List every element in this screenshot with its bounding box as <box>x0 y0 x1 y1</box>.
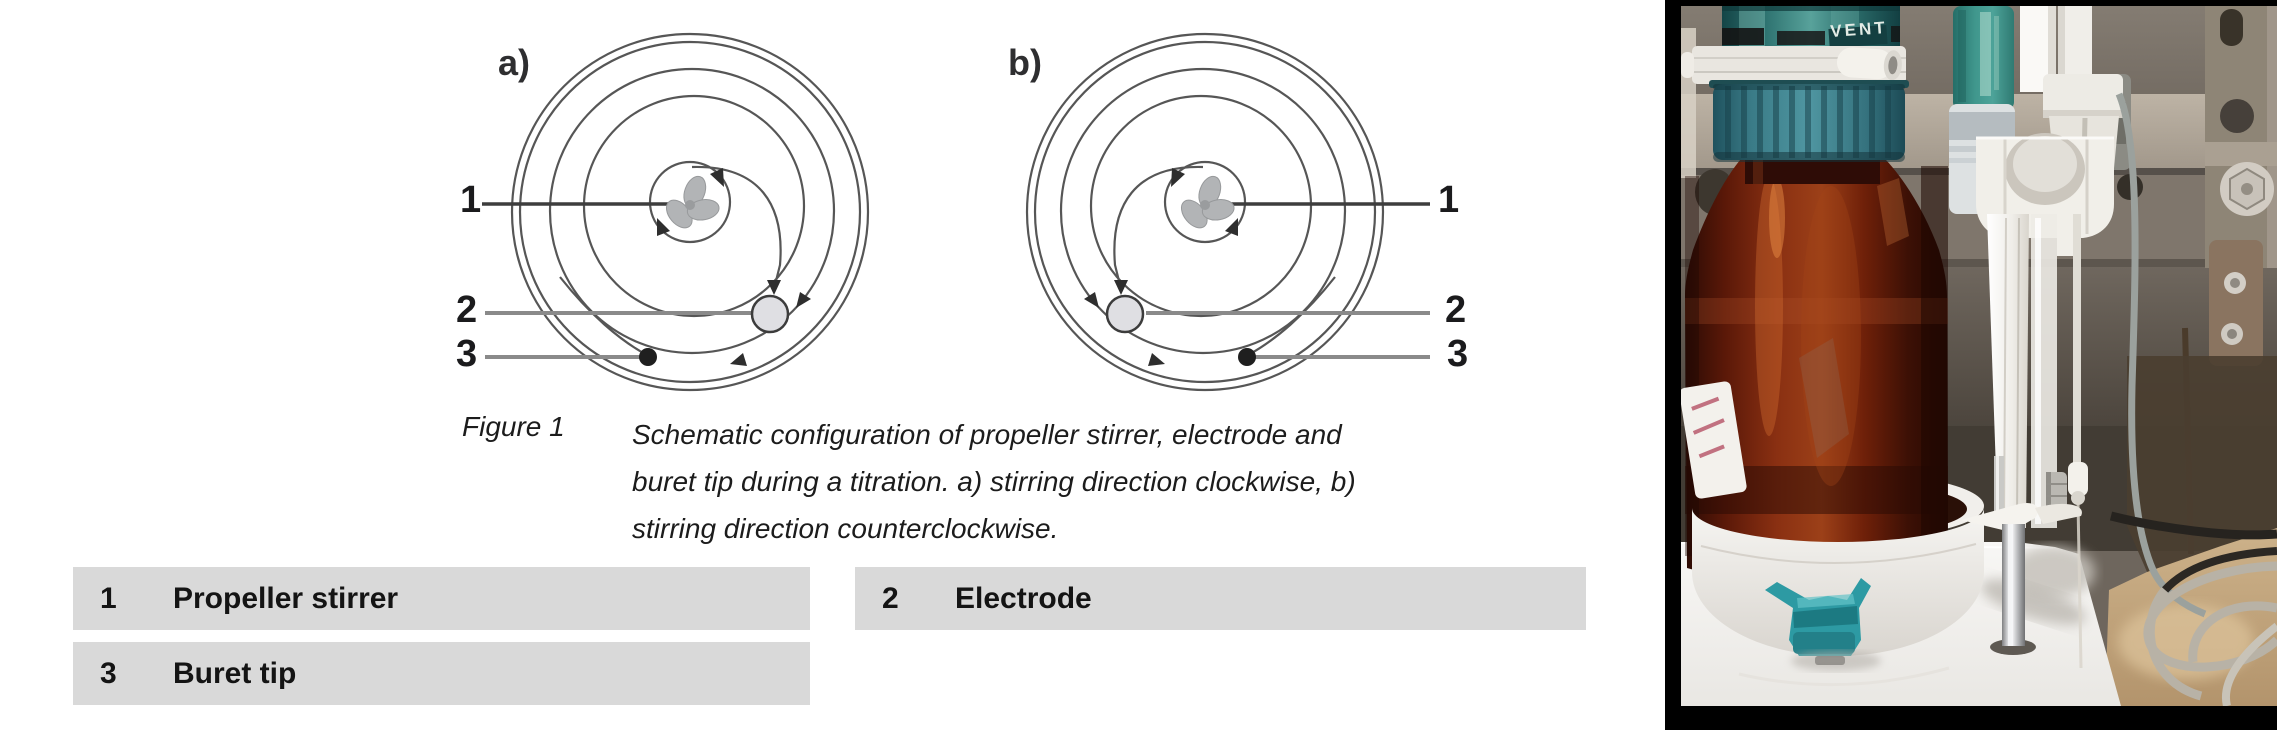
titration-setup-photo: VENT <box>1681 6 2277 706</box>
vent-nozzle <box>1836 47 1902 81</box>
cables <box>2109 92 2277 706</box>
bottle-holder-front <box>1692 508 1984 656</box>
legend-row-electrode: 2 Electrode <box>855 567 1586 630</box>
bottle-label-sticker <box>1681 381 1747 499</box>
photo-illustration <box>1681 6 2277 706</box>
legend-label-2: Electrode <box>955 581 1092 615</box>
caption-line-3: stirring direction counterclockwise. <box>632 513 1059 544</box>
beaker-b <box>1025 32 1385 392</box>
flow-arrows-b <box>1084 168 1238 366</box>
electrode-body <box>1953 6 2014 110</box>
stirring-diagram <box>482 32 1430 392</box>
electrode-glyph-a <box>750 294 790 334</box>
vent-label: VENT <box>1829 18 1889 41</box>
panel-b-label: b) <box>1008 42 1042 83</box>
caption-line-1: Schematic configuration of propeller sti… <box>632 419 1342 450</box>
instrument-base <box>1681 542 2121 706</box>
electrode-glyph-b <box>1105 294 1145 334</box>
legend-row-buret-tip: 3 Buret tip <box>73 642 810 705</box>
panel-a-label: a) <box>498 42 531 83</box>
figure-caption-label: Figure 1 <box>462 411 565 442</box>
propeller-stirrer-glyph-a <box>665 175 720 229</box>
bottle-holder <box>1692 472 1984 540</box>
callout-b-2: 2 <box>1445 289 1467 331</box>
leader-lines-a <box>482 202 752 359</box>
caption-line-2: buret tip during a titration. a) stirrin… <box>632 466 1356 497</box>
photo-frame: VENT <box>1665 0 2277 730</box>
reagent-bottle <box>1681 150 1948 590</box>
buret-tip-glyph-a <box>639 348 657 366</box>
holder-clip <box>1765 578 1881 671</box>
callout-a-2: 2 <box>456 289 478 331</box>
legend-num-1: 1 <box>100 581 117 615</box>
callout-a-1: 1 <box>460 179 482 221</box>
steel-rail-background <box>1681 6 2277 706</box>
propeller-stirrer-glyph-b <box>1180 175 1235 229</box>
leader-lines-b <box>1146 202 1430 359</box>
callout-a-3: 3 <box>456 333 478 375</box>
callout-b-3: 3 <box>1447 333 1469 375</box>
legend-num-3: 3 <box>100 656 117 690</box>
stand-rod <box>2002 524 2025 646</box>
buret-assembly <box>1949 6 2131 669</box>
flow-arrows-a <box>657 168 811 366</box>
legend-label-3: Buret tip <box>173 656 297 690</box>
rail-post-and-bolt <box>2182 6 2277 555</box>
legend-num-2: 2 <box>882 581 899 615</box>
figure-caption: Schematic configuration of propeller sti… <box>632 411 1492 552</box>
floor <box>2105 356 2277 706</box>
beaker-a <box>510 32 870 392</box>
legend-row-propeller-stirrer: 1 Propeller stirrer <box>73 567 810 630</box>
buret-tip-glyph-b <box>1238 348 1256 366</box>
legend-label-1: Propeller stirrer <box>173 581 399 615</box>
callout-b-1: 1 <box>1438 179 1460 221</box>
